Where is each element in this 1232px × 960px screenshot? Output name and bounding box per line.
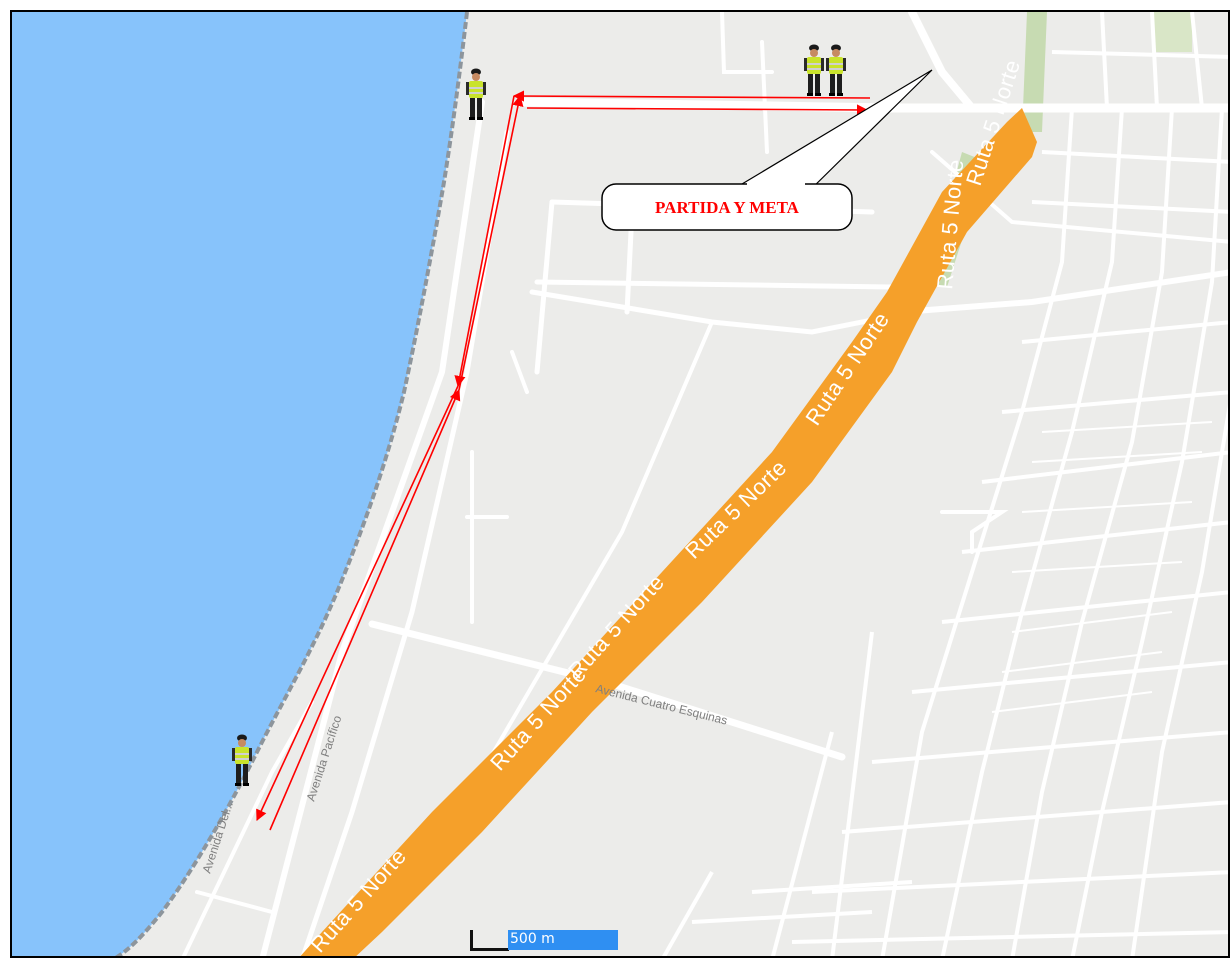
scale-bar: 500 m xyxy=(468,930,618,952)
highway-ruta-5-norte[interactable] xyxy=(297,108,1037,958)
urban-grid xyxy=(661,12,1228,956)
race-route[interactable] xyxy=(256,90,871,831)
sea xyxy=(12,12,467,956)
map-canvas[interactable]: Avenida Cuatro Esquinas Avenida Pacífico… xyxy=(12,12,1230,958)
streets xyxy=(181,12,1228,956)
scale-bar-tick xyxy=(470,930,509,951)
scale-bar-label: 500 m xyxy=(510,931,555,947)
coastline xyxy=(114,12,469,956)
callout-label: PARTIDA Y META xyxy=(655,198,800,217)
callout-box: PARTIDA Y META xyxy=(601,183,853,231)
scale-bar-fill xyxy=(508,930,618,950)
map-frame[interactable]: Avenida Cuatro Esquinas Avenida Pacífico… xyxy=(10,10,1230,958)
